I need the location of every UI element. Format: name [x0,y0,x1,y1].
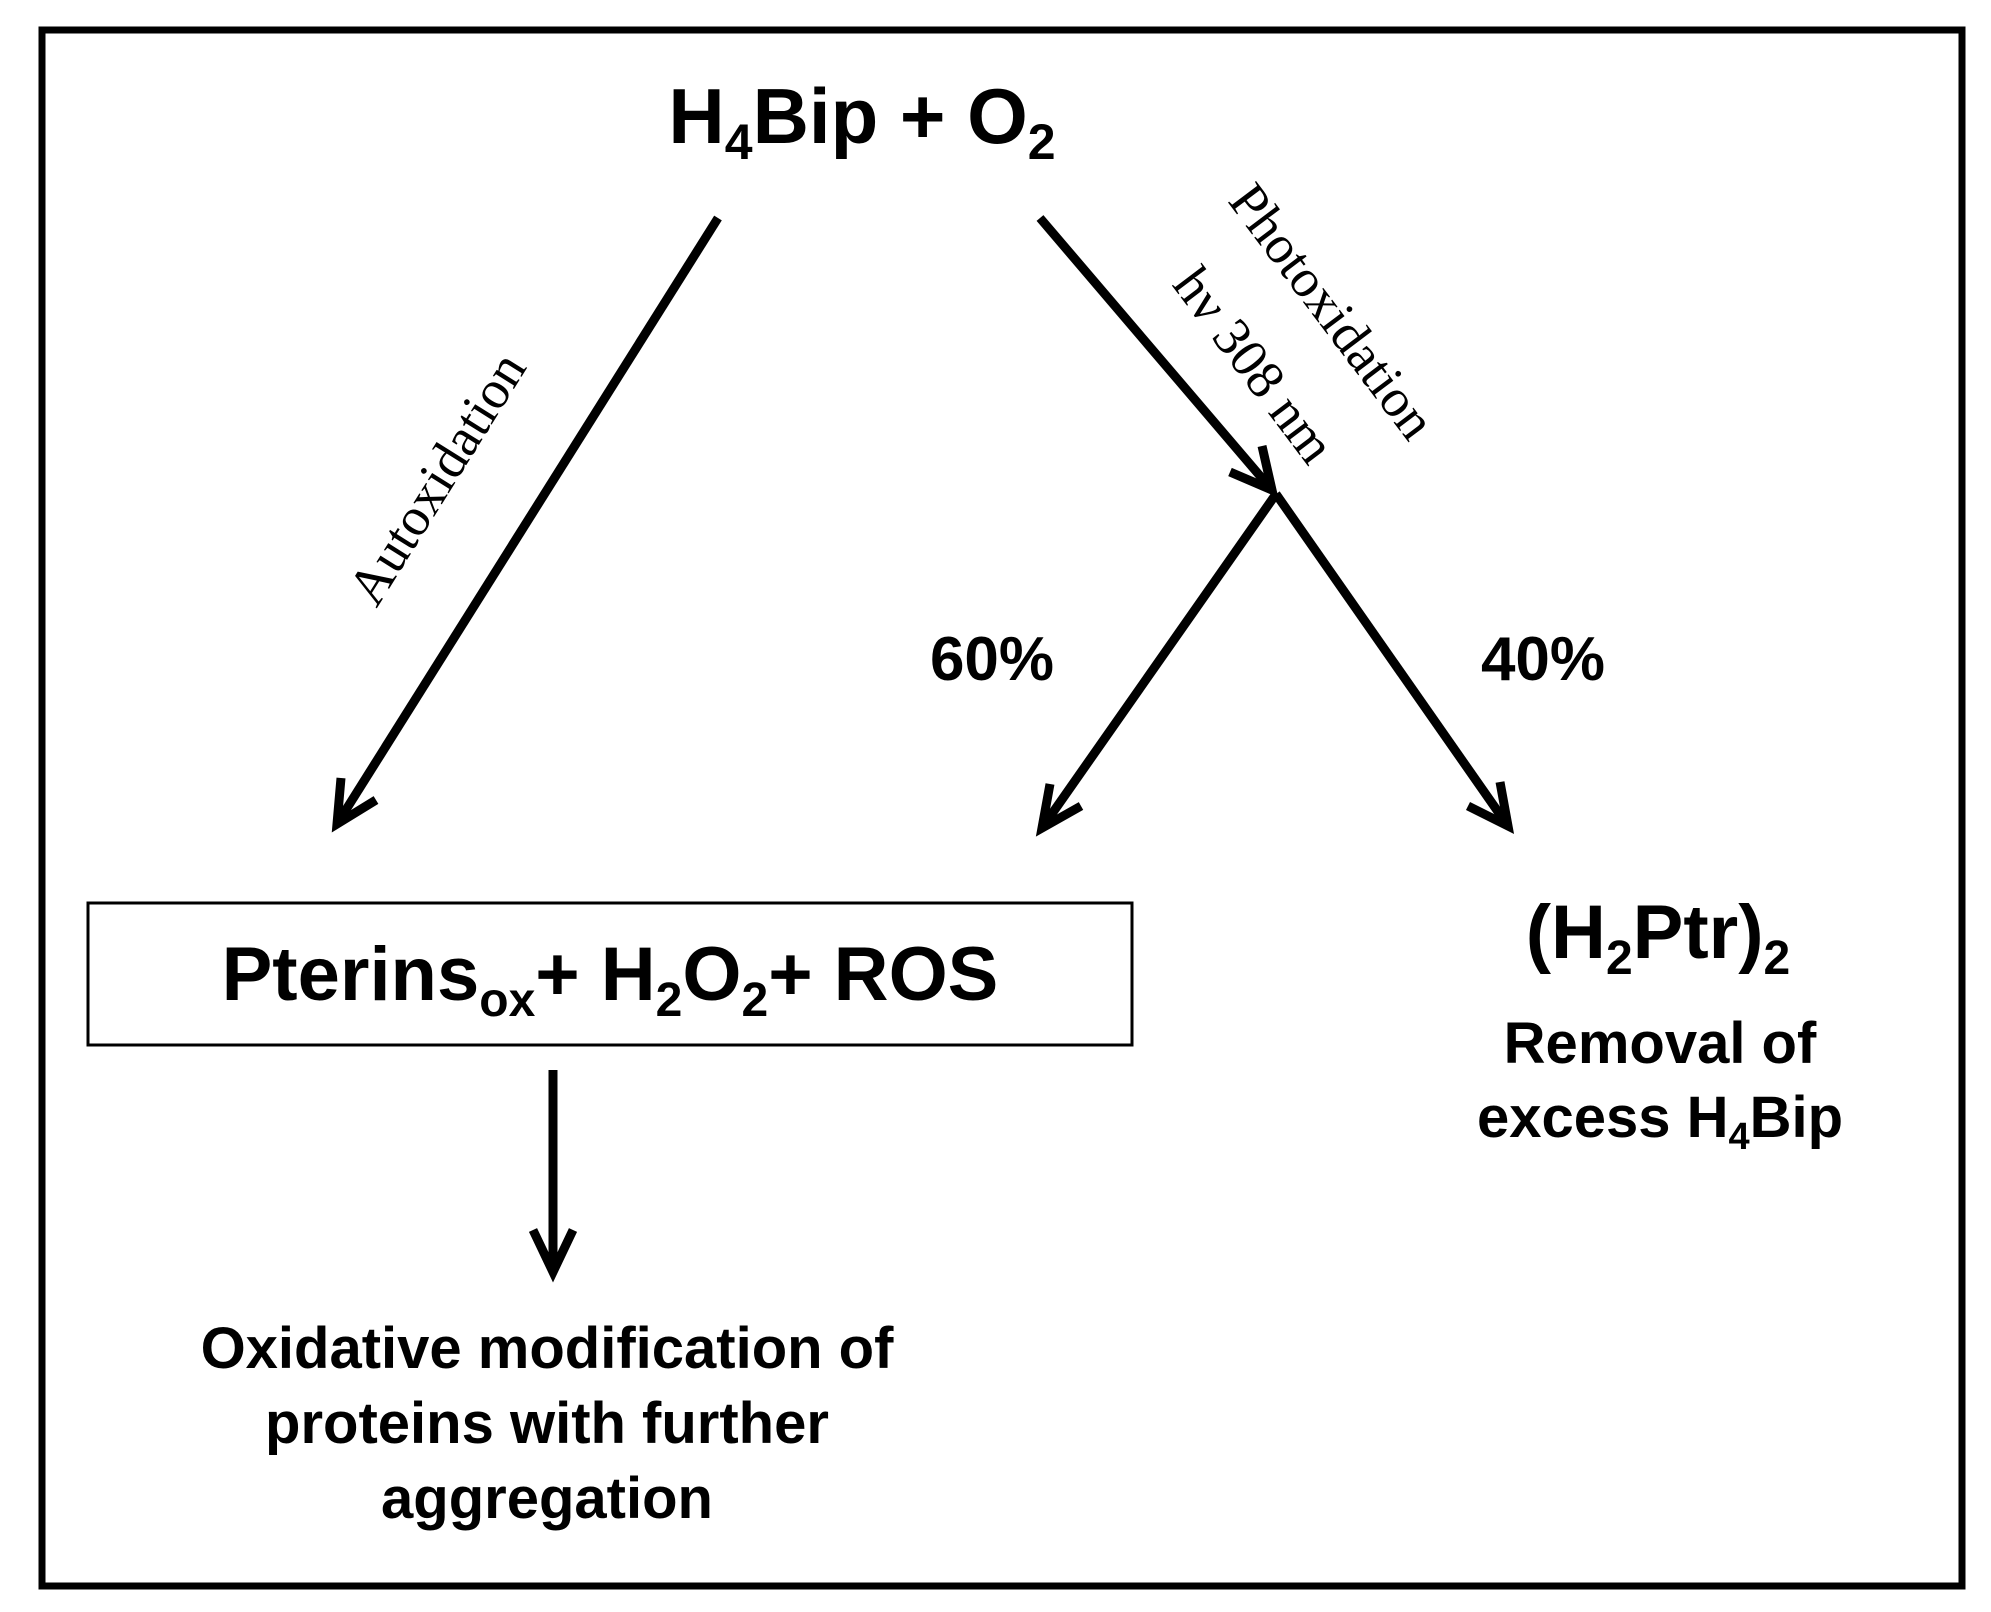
branch-40-percent: 40% [1481,625,1605,694]
reactant-bip-plus-o: Bip + O [753,72,1028,160]
removal-note-bip: Bip [1750,1085,1843,1150]
outcome-arrowhead [528,1228,578,1283]
products-text: Pterinsox+ H2O2+ ROS [222,932,999,1027]
reactant-o-subscript: 2 [1028,114,1056,170]
branch-40-arrowhead [1465,781,1515,835]
reactant-h: H [668,72,724,160]
removal-note-excess-h: excess H [1477,1085,1729,1150]
dimer-ptr: Ptr) [1633,890,1764,975]
removal-note-line1: Removal of [1504,1011,1817,1076]
autoxidation-label: Autoxidation [336,342,538,615]
products-plus-ros: + ROS [768,932,998,1017]
products-h-subscript: 2 [656,974,683,1027]
autoxidation-arrow [333,215,722,827]
products-plus-h: + H [535,932,655,1017]
outcome-line2: proteins with further [265,1391,829,1456]
dimer-product: (H2Ptr)2 [1526,890,1791,985]
products-pterins-subscript: ox [479,974,535,1027]
removal-note-subscript: 4 [1728,1116,1749,1158]
outcome-line1: Oxidative modification of [201,1316,895,1381]
branch-40-arrow [1272,491,1512,829]
branch-60-percent: 60% [930,625,1054,694]
products-box [86,901,1134,1047]
products-pterins: Pterins [222,932,480,1017]
photoxidation-arrow [1036,215,1276,493]
photoxidation-arrowhead [1228,445,1279,498]
reactant-h-subscript: 4 [725,114,753,170]
arrows [331,215,1515,1283]
reactants-title: H4Bip + O2 [668,72,1055,170]
dimer-subscript: 2 [1764,932,1791,985]
products-o-subscript: 2 [741,974,768,1027]
outcome-line3: aggregation [381,1466,713,1531]
branch-60-arrowhead [1035,783,1084,837]
removal-note-line2: excess H4Bip [1477,1085,1843,1158]
products-o: O [682,932,741,1017]
branch-60-arrow [1038,491,1280,831]
outer-frame [38,26,1966,1590]
dimer-h-subscript: 2 [1606,932,1633,985]
autoxidation-arrowhead [331,777,379,833]
dimer-open: (H [1526,890,1606,975]
